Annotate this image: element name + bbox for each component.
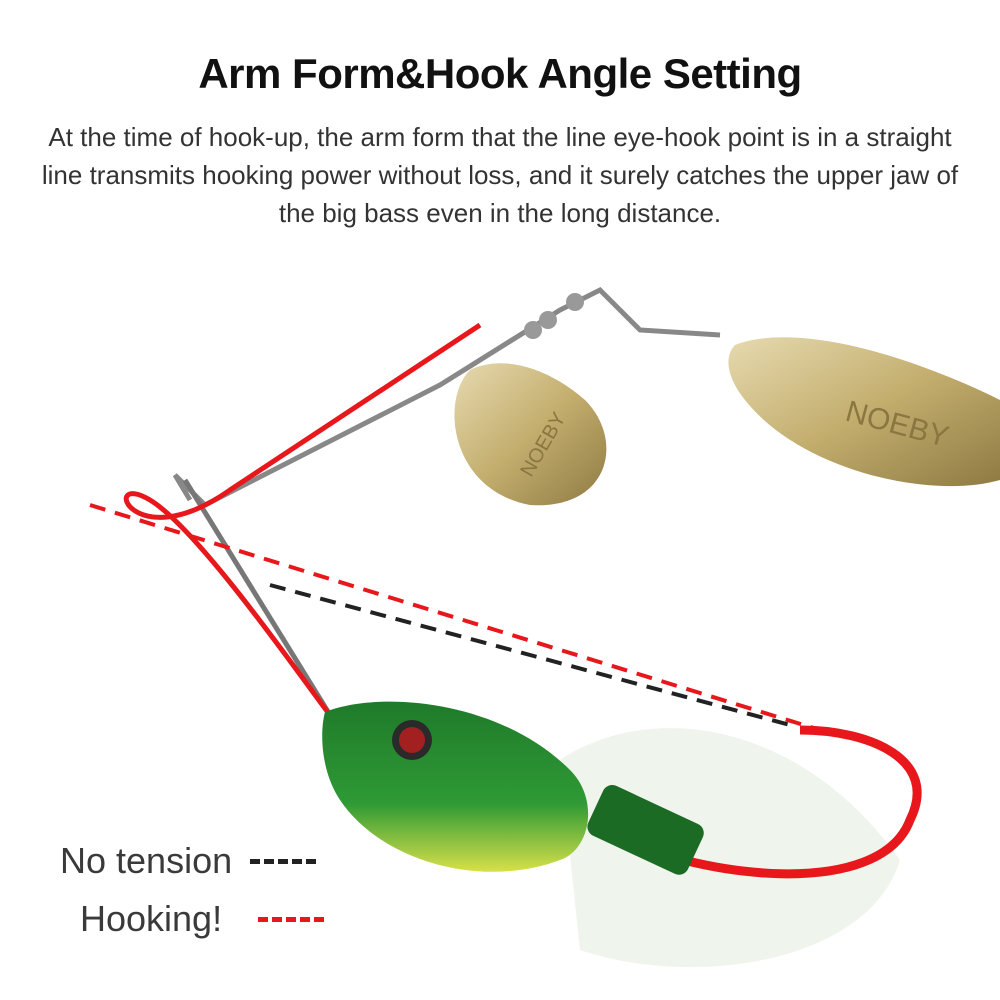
legend-label: Hooking!	[80, 898, 223, 939]
bead	[524, 321, 542, 339]
jig-head	[322, 701, 589, 872]
bead	[539, 311, 557, 329]
skirt	[560, 728, 900, 968]
legend-label: No tension	[60, 840, 233, 881]
large-blade	[728, 337, 1000, 487]
collar	[587, 784, 704, 875]
small-blade	[454, 363, 607, 506]
dashed-line-red-icon	[258, 916, 325, 922]
page-title: Arm Form&Hook Angle Setting	[198, 50, 802, 97]
wire-lower	[182, 478, 333, 717]
legend-no-tension: No tension	[60, 840, 317, 882]
dashed-line-black-icon	[250, 858, 317, 864]
hooking-dashed-line	[89, 503, 821, 732]
fishing-line-red	[123, 322, 482, 717]
wire-arm	[172, 286, 721, 509]
legend-hooking: Hooking!	[80, 898, 325, 940]
no-tension-dashed-line	[269, 583, 791, 727]
description-text: At the time of hook-up, the arm form tha…	[41, 122, 959, 228]
hook	[597, 725, 922, 879]
bead	[566, 293, 584, 311]
